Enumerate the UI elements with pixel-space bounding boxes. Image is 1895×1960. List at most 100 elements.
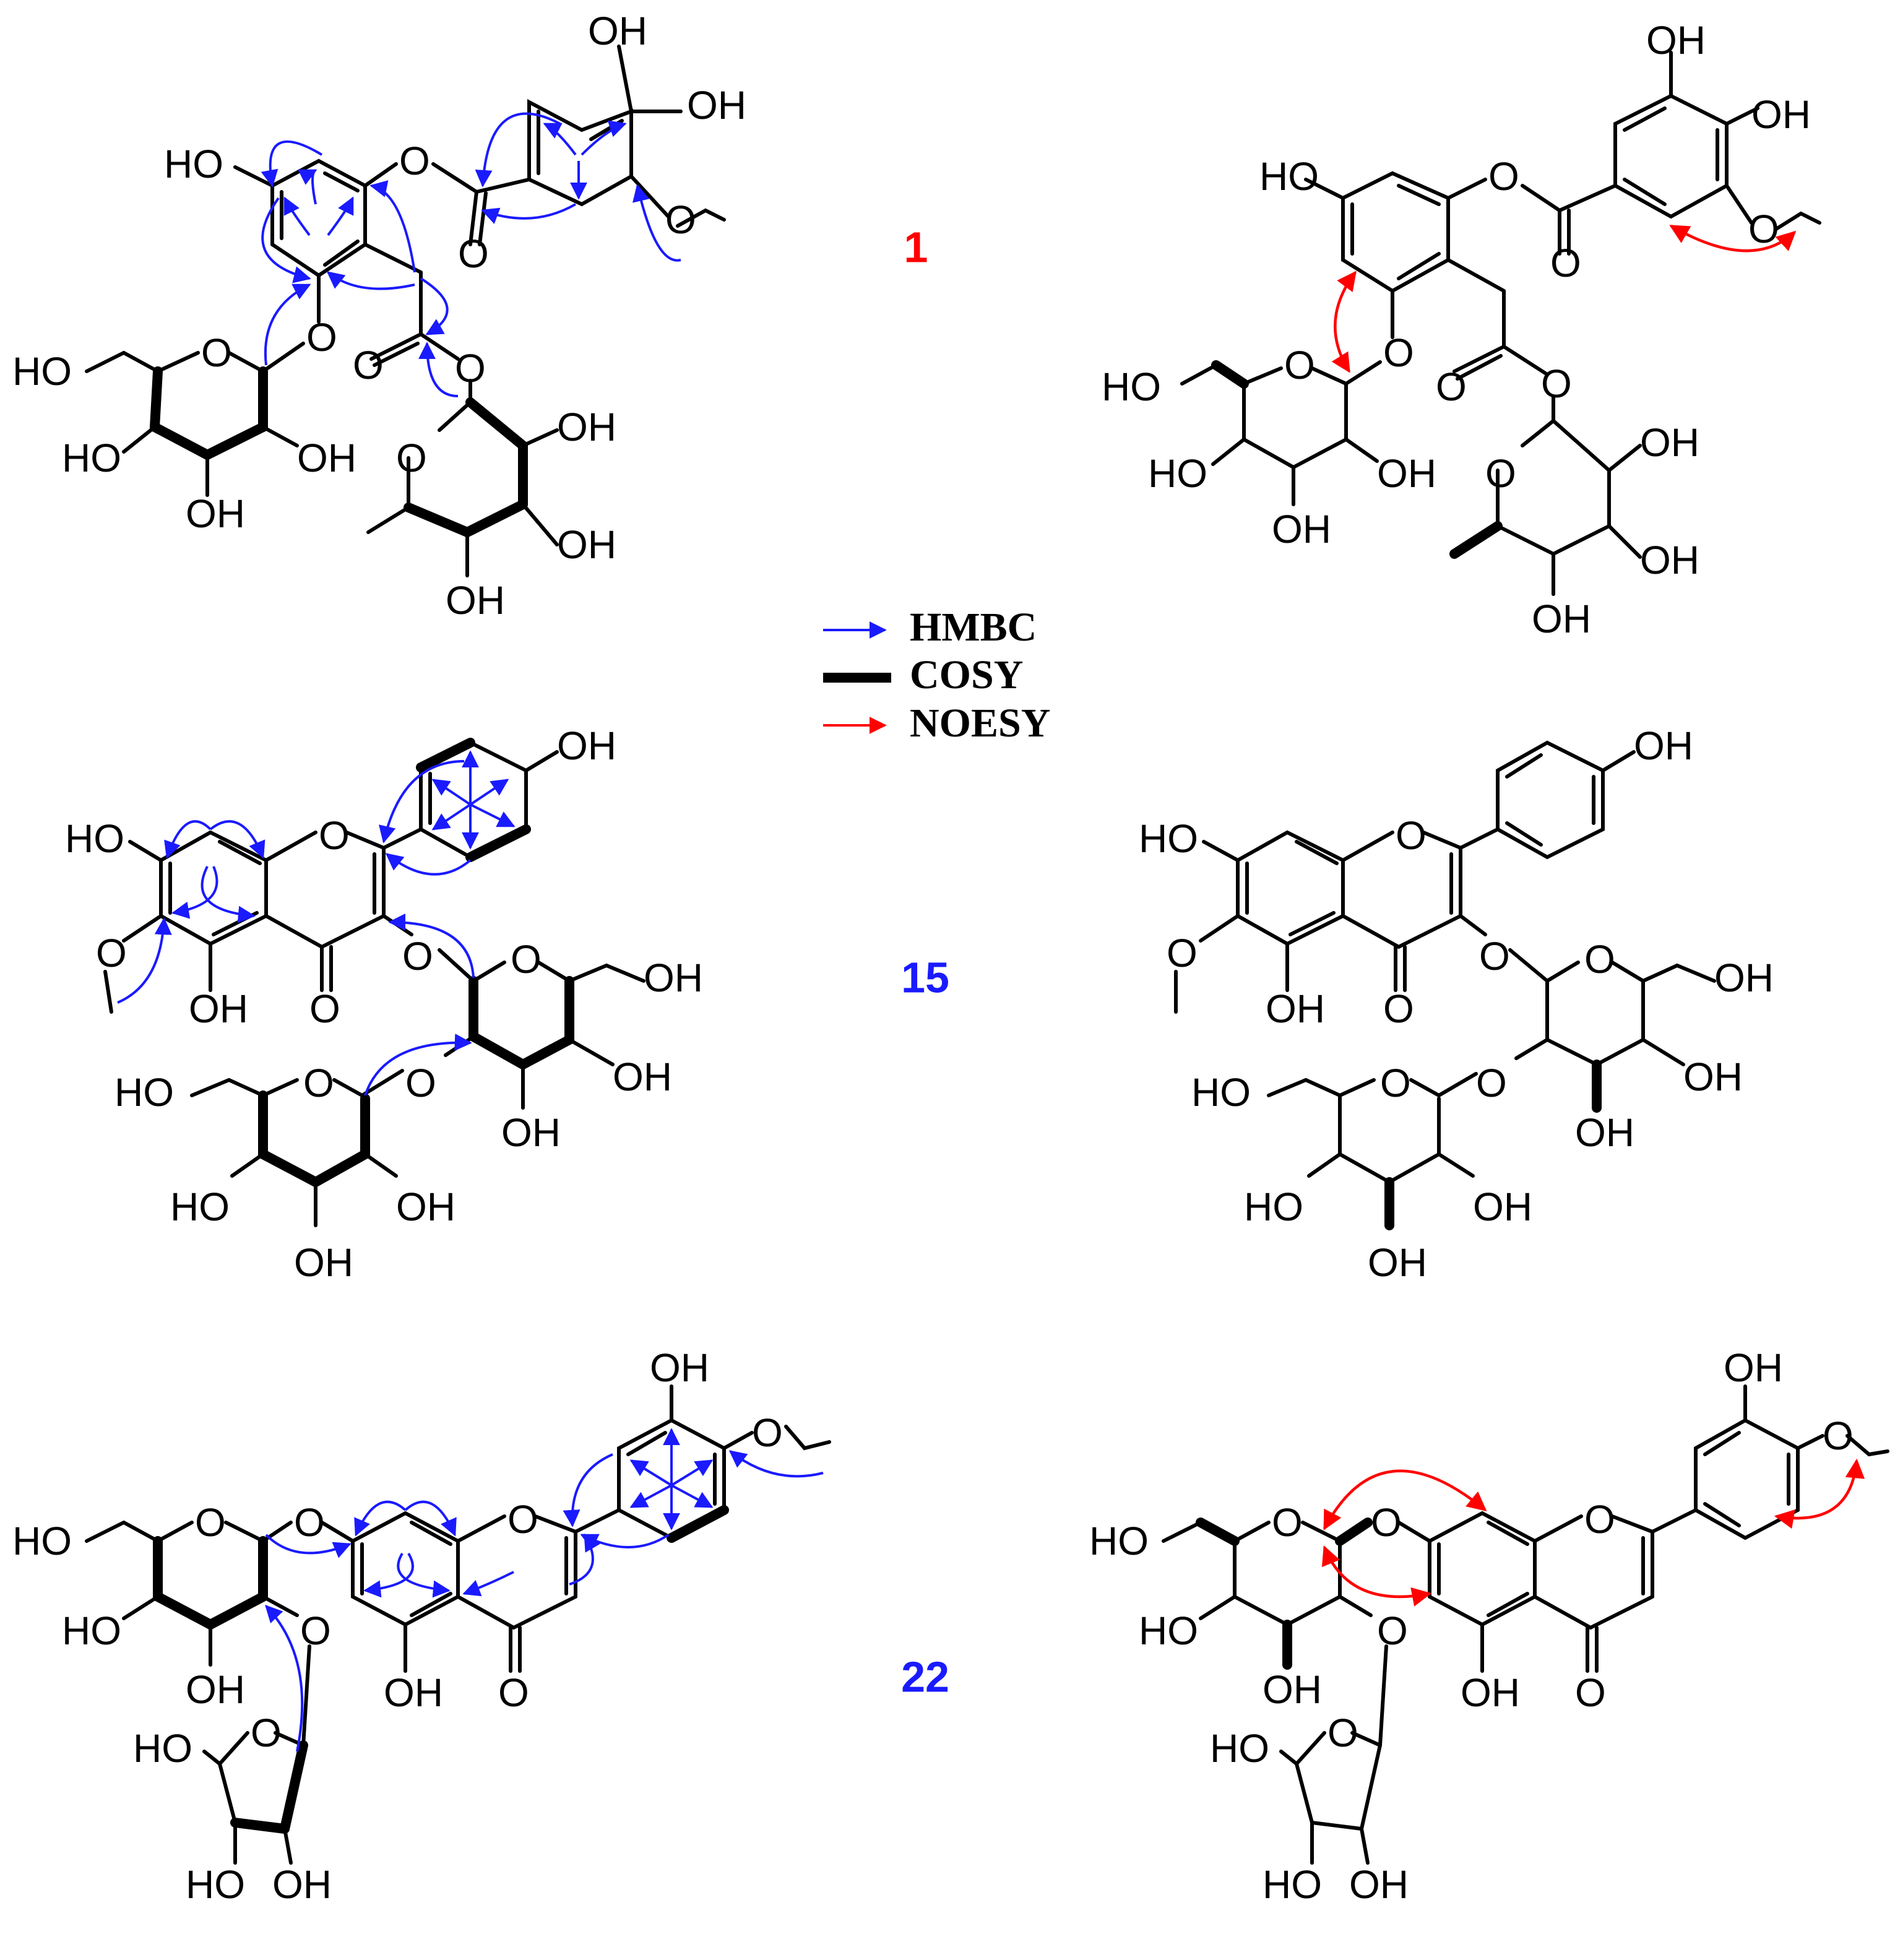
atom-label: O (1541, 361, 1572, 406)
phenol-ring (270, 158, 367, 278)
atom-label: OH (297, 436, 356, 480)
atom-label: OH (1724, 1345, 1783, 1390)
atom-label: HO (12, 349, 72, 394)
atom-label: O (1396, 813, 1427, 858)
cosy-bond (667, 1505, 729, 1543)
rhamnose-ring (366, 379, 559, 577)
atom-label: OH (501, 1110, 561, 1155)
compound-1-correlations-structure: OH OH O O O HO O O O O HO HO OH OH O OH … (12, 9, 746, 623)
atom-label: OH (1683, 1055, 1743, 1099)
methoxy-bond (1774, 211, 1821, 231)
glucose-ring (1180, 360, 1382, 506)
hmbc-arrows (261, 112, 681, 397)
atom-label: OH (1461, 1670, 1520, 1715)
atom-label: OH (557, 405, 616, 449)
atom-label: O (1380, 1061, 1411, 1105)
atom-label: O (1383, 330, 1414, 375)
atom-label: O (1823, 1414, 1854, 1458)
bond (1725, 106, 1759, 126)
compound-15-stereo-structure: OH O HO O OH O O O OH OH OH O O HO HO OH… (1139, 723, 1774, 1285)
atom-label: HO (1139, 816, 1198, 861)
atom-label: O (405, 1061, 436, 1105)
atom-label: HO (65, 816, 124, 861)
atom-label: O (455, 346, 486, 391)
atom-label: O (1327, 1711, 1358, 1755)
atom-label: O (752, 1410, 783, 1455)
atom-label: OH (1377, 451, 1436, 496)
atom-label: HO (164, 142, 223, 186)
bond (382, 827, 423, 850)
atom-label: O (1436, 365, 1467, 409)
atom-label: O (195, 1500, 226, 1545)
bond (1725, 184, 1753, 225)
atom-label: HO (170, 1185, 230, 1229)
atom-label: O (665, 197, 696, 242)
bond (363, 243, 423, 274)
atom-label: OH (1646, 18, 1706, 63)
atom-label: HO (186, 1862, 245, 1907)
bond (722, 1431, 754, 1450)
atom-label: OH (189, 986, 248, 1031)
atom-label: HO (62, 1608, 121, 1653)
methoxy-bond (784, 1425, 831, 1451)
compound-1-stereo-structure: OH OH O O O HO O O O O HO HO OH OH O OH … (1102, 18, 1821, 641)
phenol-ring (1341, 171, 1450, 293)
atom-label: O (1488, 154, 1519, 199)
atom-label: O (1485, 451, 1516, 496)
atom-label: HO (1148, 451, 1207, 496)
atom-label: OH (272, 1862, 332, 1907)
atom-label: O (1584, 1497, 1615, 1542)
methoxy-bond (1845, 1434, 1889, 1457)
atom-label: HO (1102, 365, 1161, 409)
atom-label: HO (1244, 1185, 1303, 1229)
bond (1521, 184, 1561, 212)
bond (1502, 345, 1549, 376)
atom-label: OH (446, 578, 505, 623)
atom-label: OH (687, 83, 746, 127)
atom-label: O (1167, 931, 1198, 975)
carbonyl-bond (373, 342, 420, 367)
atom-label: HO (1259, 154, 1319, 199)
bond (1453, 345, 1506, 373)
atom-label: OH (294, 1240, 353, 1285)
atom-label: O (1476, 1061, 1507, 1105)
bond (1601, 750, 1636, 772)
rhamnose-ring (1449, 394, 1642, 596)
atom-label: OH (186, 1667, 245, 1712)
hmbc-arrows (117, 750, 516, 1096)
atom-label: O (319, 813, 350, 858)
atom-label: OH (1751, 92, 1811, 137)
atom-label: O (458, 231, 489, 276)
atom-label: HO (133, 1726, 192, 1771)
atom-label: OH (1473, 1185, 1532, 1229)
bond (1796, 1434, 1824, 1450)
atom-label: HO (114, 1070, 174, 1115)
a-ring (320, 1511, 460, 1673)
b-ring (416, 738, 531, 862)
bond (419, 332, 460, 361)
bond (524, 750, 559, 772)
glucose-ring-b (190, 1069, 404, 1227)
bond (1446, 178, 1487, 200)
bond (1304, 178, 1345, 200)
compound-number-15: 15 (901, 953, 949, 1001)
glucose-ring (85, 1521, 299, 1667)
compound-22-correlations-structure: OH O O O O HO HO OH O OH O O HO HO OH (12, 1345, 831, 1907)
atom-label: O (353, 343, 384, 387)
atom-label: OH (557, 522, 616, 567)
atom-label: O (402, 934, 433, 978)
bond (431, 162, 478, 194)
atom-label: O (396, 436, 427, 480)
atom-label: O (1550, 241, 1581, 285)
bond (574, 1508, 621, 1534)
noesy-arrows (1321, 1458, 1865, 1607)
a-ring (1174, 830, 1345, 1014)
atom-label: O (294, 1500, 325, 1545)
bond (1558, 184, 1617, 212)
atom-label: O (1479, 934, 1510, 978)
atom-label: O (399, 139, 430, 183)
atom-label: O (201, 330, 232, 375)
atom-label: OH (384, 1670, 443, 1715)
atom-label: OH (557, 723, 616, 768)
